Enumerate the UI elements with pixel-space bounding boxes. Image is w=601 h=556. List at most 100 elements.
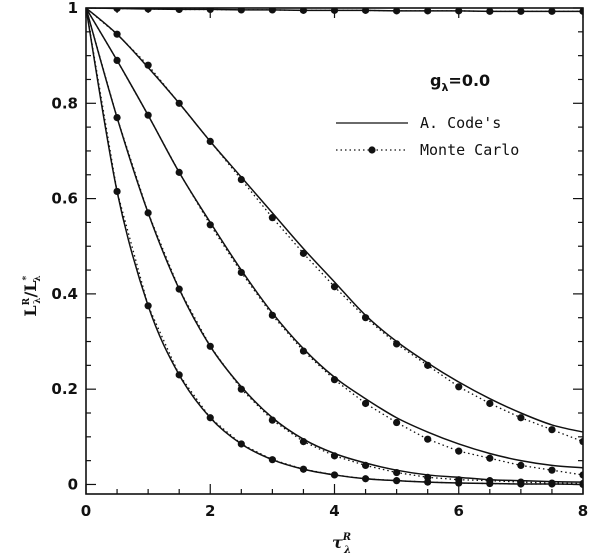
series-2-point [268,214,276,222]
series-3-monte-carlo-line [86,8,583,476]
y-axis-label: LRλ/L*λ [21,275,43,316]
series-1-point [455,8,463,15]
series-1-point [486,8,494,15]
series-4-point [361,461,370,470]
series-4-point [113,113,121,122]
series-3-point [144,111,152,119]
series-5-point [175,371,183,379]
series-5-point [579,480,583,489]
series-2-point [299,249,308,257]
series-5-point [299,465,308,473]
series-4-point [237,385,245,393]
series-4-point [393,468,401,477]
series-1-point [361,8,370,14]
legend-label-model: A. Code's [420,114,501,132]
series-2-point [237,175,245,184]
series-1-point [548,8,556,15]
series-3-point [424,435,432,443]
series-1-point [268,8,276,14]
series-5 [86,8,583,489]
series-3-point [361,399,370,408]
series-1-point [579,8,583,15]
x-tick-label: 4 [329,502,339,520]
series-3-point [268,311,276,319]
series-4-point [330,452,339,460]
series-1-point [206,8,214,14]
legend-label-monte-carlo: Monte Carlo [420,141,519,159]
series-3-point [330,376,339,384]
series-3-point [206,221,214,229]
tick-labels: 0 2 4 6 8 0 0.2 0.4 0.6 0.8 1 [51,0,588,520]
series-1-point [299,8,308,14]
y-tick-label: 0.8 [51,94,78,112]
series-2-point [113,30,121,38]
series-5-point [237,440,245,448]
series-4-point [206,342,214,350]
series-5-point [268,456,276,464]
x-tick-label: 6 [454,502,464,520]
series-1-point [393,8,401,15]
series-5-point [144,302,152,310]
legend-marker [368,146,376,154]
series-5-point [455,479,463,487]
series-2-point [361,314,370,322]
y-tick-label: 0.4 [51,285,78,303]
series-5-point [113,187,121,196]
series-5-point [361,475,370,483]
series-4-point [299,437,308,446]
series-5-point [393,477,401,485]
series-2-point [486,399,494,408]
series-1 [86,8,583,15]
series-4-point [268,416,276,424]
series-3 [86,8,583,479]
series-3-point [113,56,121,65]
series-3-point [175,168,183,176]
y-tick-label: 0 [68,475,78,493]
series-2-point [517,414,525,422]
series-3-point [517,461,525,470]
series-2-point [175,99,183,107]
y-tick-label: 1 [68,0,78,17]
series-2-point [424,361,432,369]
series-4-point [175,285,183,293]
series-5-point [548,480,556,488]
y-tick-label: 0.2 [51,380,78,398]
series-4 [86,8,583,488]
x-tick-label: 0 [81,502,91,520]
series-2-point [144,61,152,69]
series-1-point [517,8,525,15]
series-1-point [144,8,152,13]
series-3-model-line [86,8,583,469]
y-tick-label: 0.6 [51,190,78,208]
series-3-point [237,268,245,277]
series-3-point [486,454,494,462]
legend: A. Code's Monte Carlo [336,114,519,159]
x-tick-label: 8 [578,502,588,520]
series-3-point [455,447,463,455]
series-5-point [330,471,339,479]
series-2-point [548,426,556,434]
series-4-point [144,209,152,217]
series-3-point [579,471,583,479]
series-3-point [299,347,308,355]
series-2-point [579,437,583,446]
series-5-point [517,480,525,488]
series-3-point [548,466,556,474]
series-2-point [206,137,214,146]
series-2-point [330,283,339,291]
series-3-point [393,418,401,427]
series-1-point [237,8,245,14]
x-tick-label: 2 [205,502,215,520]
series-layer [86,8,583,489]
series-2-point [455,383,463,391]
series-2 [86,8,583,446]
series-2-model-line [86,8,583,433]
series-5-point [486,479,494,488]
series-1-point [424,8,432,15]
series-1-point [113,8,121,13]
series-5-point [206,414,214,422]
series-2-point [393,340,401,348]
series-1-point [330,8,339,14]
